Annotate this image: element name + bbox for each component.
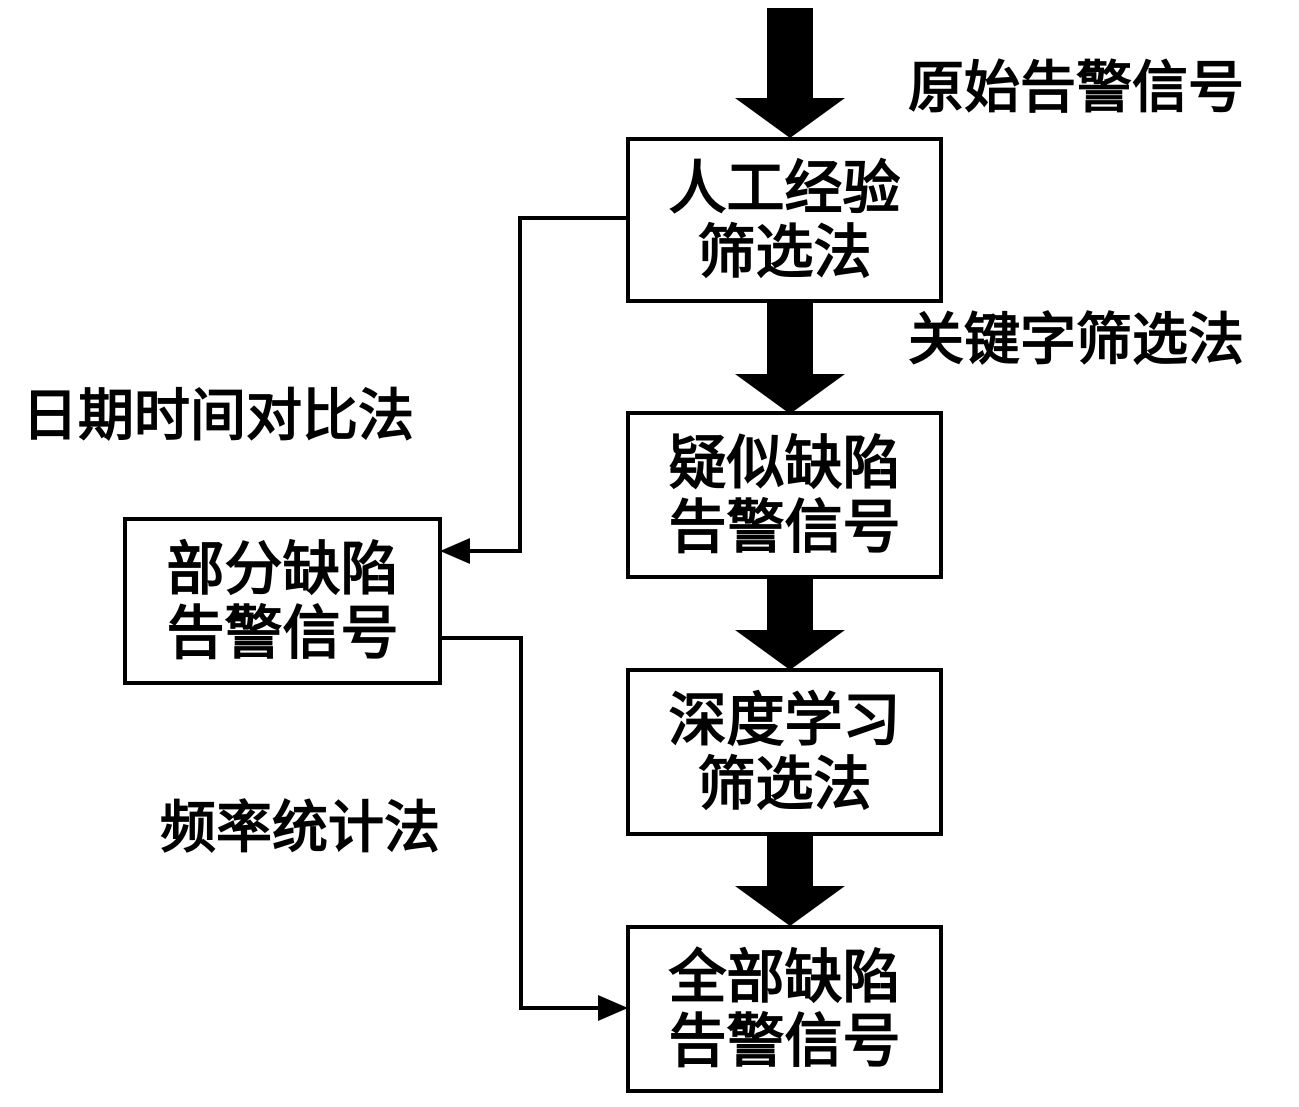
label-raw-alarm-signal: 原始告警信号: [908, 55, 1244, 121]
node-line: 部分缺陷: [166, 535, 399, 603]
node-line: 告警信号: [166, 599, 399, 667]
node-line: 筛选法: [697, 218, 872, 286]
arrow-deep-to-all: [735, 834, 845, 926]
arrow-raw-to-manual: [735, 8, 845, 138]
node-suspected-defect-signal: 疑似缺陷 告警信号: [626, 411, 943, 579]
label-datetime-comparison: 日期时间对比法: [22, 383, 414, 449]
node-manual-screening: 人工经验 筛选法: [626, 137, 943, 303]
node-line: 筛选法: [697, 750, 872, 818]
node-line: 告警信号: [668, 493, 901, 561]
connector-partial-to-all: [440, 636, 628, 1021]
node-line: 人工经验: [668, 154, 901, 222]
arrow-suspect-to-deep: [735, 578, 845, 670]
node-deep-learning-screening: 深度学习 筛选法: [626, 668, 943, 836]
label-keyword-screening: 关键字筛选法: [908, 307, 1244, 373]
label-frequency-statistics: 频率统计法: [160, 795, 440, 861]
node-line: 告警信号: [668, 1007, 901, 1075]
arrow-manual-to-suspect: [735, 302, 845, 414]
node-line: 疑似缺陷: [668, 429, 901, 497]
node-line: 全部缺陷: [668, 943, 901, 1011]
connector-manual-to-partial: [440, 216, 628, 564]
node-partial-defect-signal: 部分缺陷 告警信号: [123, 517, 442, 685]
node-all-defect-signal: 全部缺陷 告警信号: [626, 925, 943, 1093]
node-line: 深度学习: [668, 686, 901, 754]
